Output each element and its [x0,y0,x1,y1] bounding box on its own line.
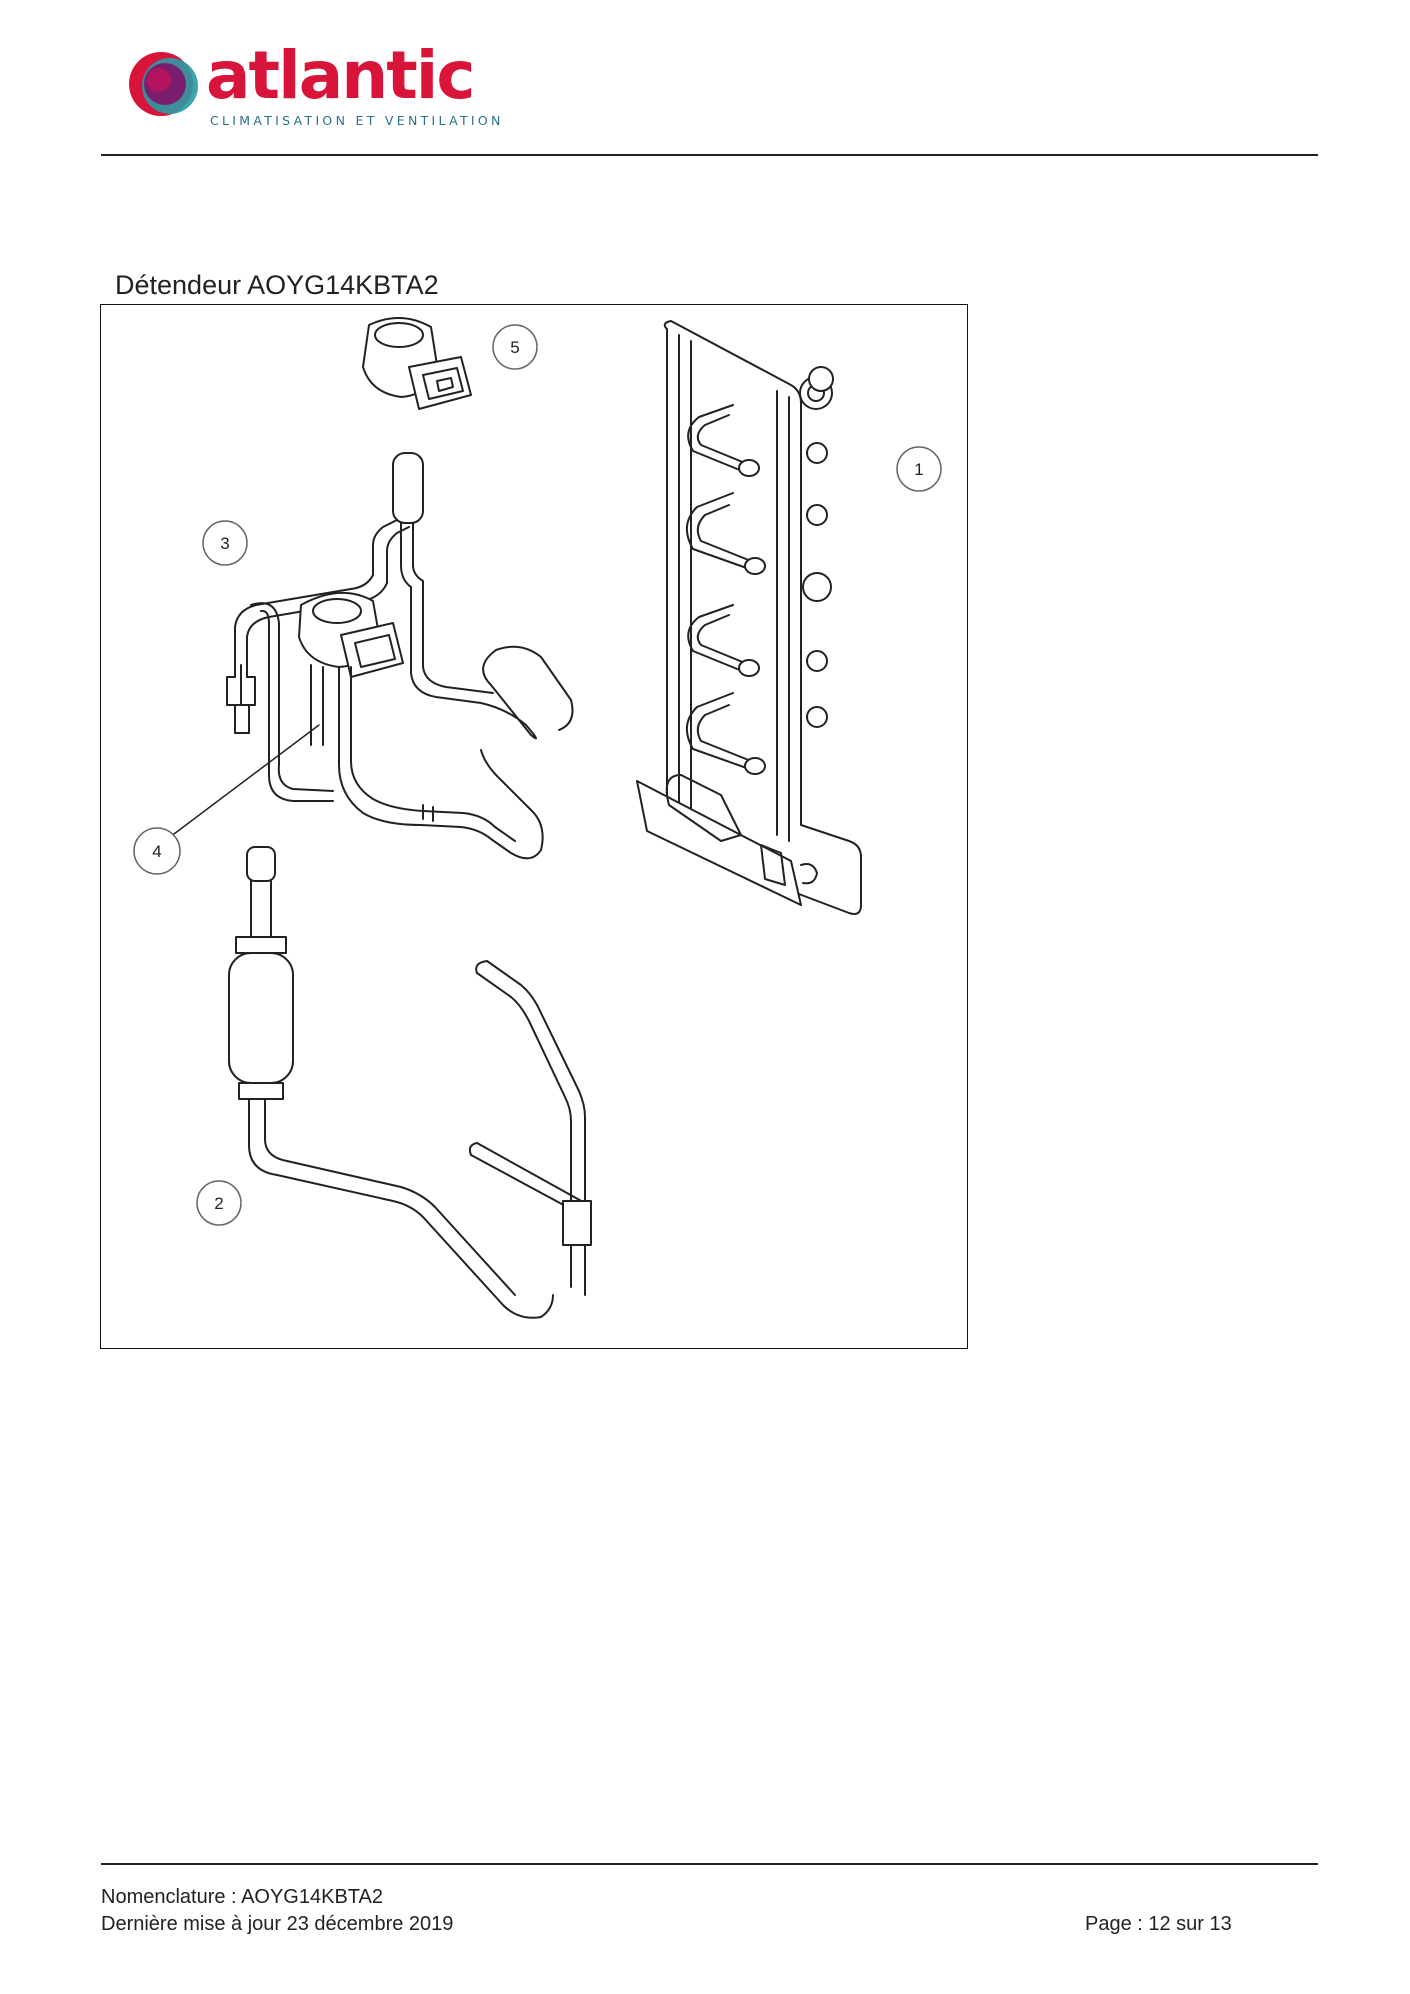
callout-4: 4 [133,827,181,875]
part-3-pipe-assembly [226,452,574,802]
callout-1: 1 [896,446,942,492]
footer-nomenclature: Nomenclature : AOYG14KBTA2 [101,1886,383,1908]
svg-text:2: 2 [214,1194,223,1213]
section-title: Détendeur AOYG14KBTA2 [115,270,439,300]
part-2-filter-pipe [228,846,592,1319]
svg-text:1: 1 [914,460,923,479]
page-number: Page : 12 sur 13 [1085,1913,1232,1935]
svg-text:5: 5 [510,338,519,357]
footer-divider [101,1863,1318,1865]
brand-tagline: CLIMATISATION ET VENTILATION [210,113,504,128]
logo-mark-icon [129,52,198,116]
expansion-valve-drawing [165,316,862,1319]
footer-last-update: Dernière mise à jour 23 décembre 2019 [101,1913,454,1935]
callout-3: 3 [202,520,248,566]
callout-2: 2 [196,1180,242,1226]
footer-info: Nomenclature : AOYG14KBTA2 Dernière mise… [101,1884,453,1938]
part-5-coil [362,316,472,410]
exploded-view-figure: 1 2 3 4 5 [100,304,968,1349]
brand-logo: atlantic CLIMATISATION ET VENTILATION [118,37,500,134]
header-divider [101,154,1318,156]
svg-text:3: 3 [220,534,229,553]
leader-line-4 [165,724,320,841]
svg-text:4: 4 [152,842,161,861]
distributor-loops [686,366,834,775]
callout-layer: 1 2 3 4 5 [133,324,942,1226]
callout-5: 5 [492,324,538,370]
part-4-valve-body [298,591,544,860]
brand-name: atlantic [206,37,476,114]
part-1-distributor [636,320,862,915]
